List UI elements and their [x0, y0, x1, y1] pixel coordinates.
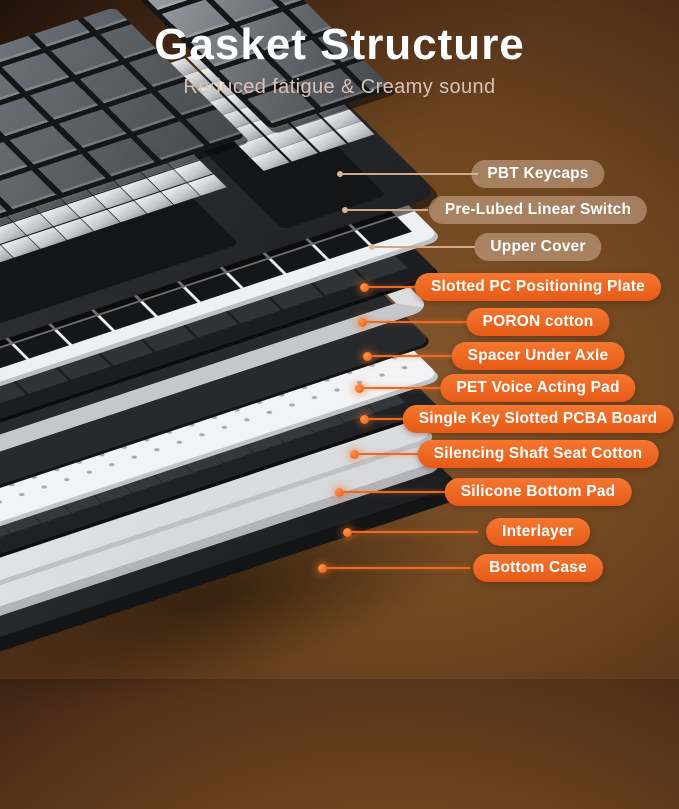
connector-dot — [358, 317, 367, 327]
connector-silencing-cotton — [350, 449, 423, 459]
connector-pcba-board — [360, 414, 412, 424]
connector-dot — [360, 282, 369, 292]
connector-line — [369, 418, 412, 420]
connector-line — [343, 173, 478, 175]
connector-bottom-case — [318, 563, 470, 573]
connector-dot — [318, 563, 327, 573]
connector-dot — [350, 449, 359, 459]
label-pill-bottom-case: Bottom Case — [473, 554, 603, 582]
connector-pet-pad — [355, 383, 447, 393]
connector-line — [372, 355, 455, 357]
label-pill-upper-cover: Upper Cover — [474, 233, 602, 261]
connector-upper-cover — [369, 242, 475, 252]
header: Gasket Structure Reduced fatigue & Cream… — [0, 0, 679, 99]
connector-dot — [363, 351, 372, 361]
connector-dot — [342, 207, 348, 213]
label-pill-pcba-board: Single Key Slotted PCBA Board — [402, 405, 674, 433]
connector-line — [369, 286, 432, 288]
connector-poron-cotton — [358, 317, 472, 327]
label-pill-silencing-cotton: Silencing Shaft Seat Cotton — [417, 440, 659, 468]
exploded-keyboard — [0, 0, 459, 689]
connector-dot — [337, 171, 343, 177]
connector-line — [364, 387, 447, 389]
connector-dot — [369, 244, 375, 250]
page-title: Gasket Structure — [154, 20, 525, 69]
connector-dot — [335, 487, 344, 497]
label-pill-pbt-keycaps: PBT Keycaps — [471, 160, 605, 188]
connector-dot — [360, 414, 369, 424]
connector-pbt-keycaps — [337, 169, 478, 179]
connector-line — [375, 246, 475, 248]
connector-line — [327, 567, 470, 569]
connector-line — [348, 209, 428, 211]
connector-silicone-pad — [335, 487, 448, 497]
connector-dot — [343, 527, 352, 537]
connector-line — [344, 491, 448, 493]
label-pill-poron-cotton: PORON cotton — [466, 308, 610, 336]
label-pill-positioning-plate: Slotted PC Positioning Plate — [414, 273, 662, 301]
label-pill-interlayer: Interlayer — [486, 518, 590, 546]
connector-interlayer — [343, 527, 478, 537]
connector-linear-switch — [342, 205, 428, 215]
label-pill-spacer: Spacer Under Axle — [451, 342, 625, 370]
connector-dot — [355, 383, 364, 393]
label-pill-linear-switch: Pre-Lubed Linear Switch — [428, 196, 648, 224]
label-pill-pet-pad: PET Voice Acting Pad — [440, 374, 636, 402]
label-pill-silicone-pad: Silicone Bottom Pad — [444, 478, 632, 506]
connector-positioning-plate — [360, 282, 432, 292]
page-subtitle: Reduced fatigue & Creamy sound — [183, 76, 496, 99]
connector-spacer — [363, 351, 455, 361]
connector-line — [352, 531, 478, 533]
connector-line — [367, 321, 472, 323]
connector-line — [359, 453, 423, 455]
